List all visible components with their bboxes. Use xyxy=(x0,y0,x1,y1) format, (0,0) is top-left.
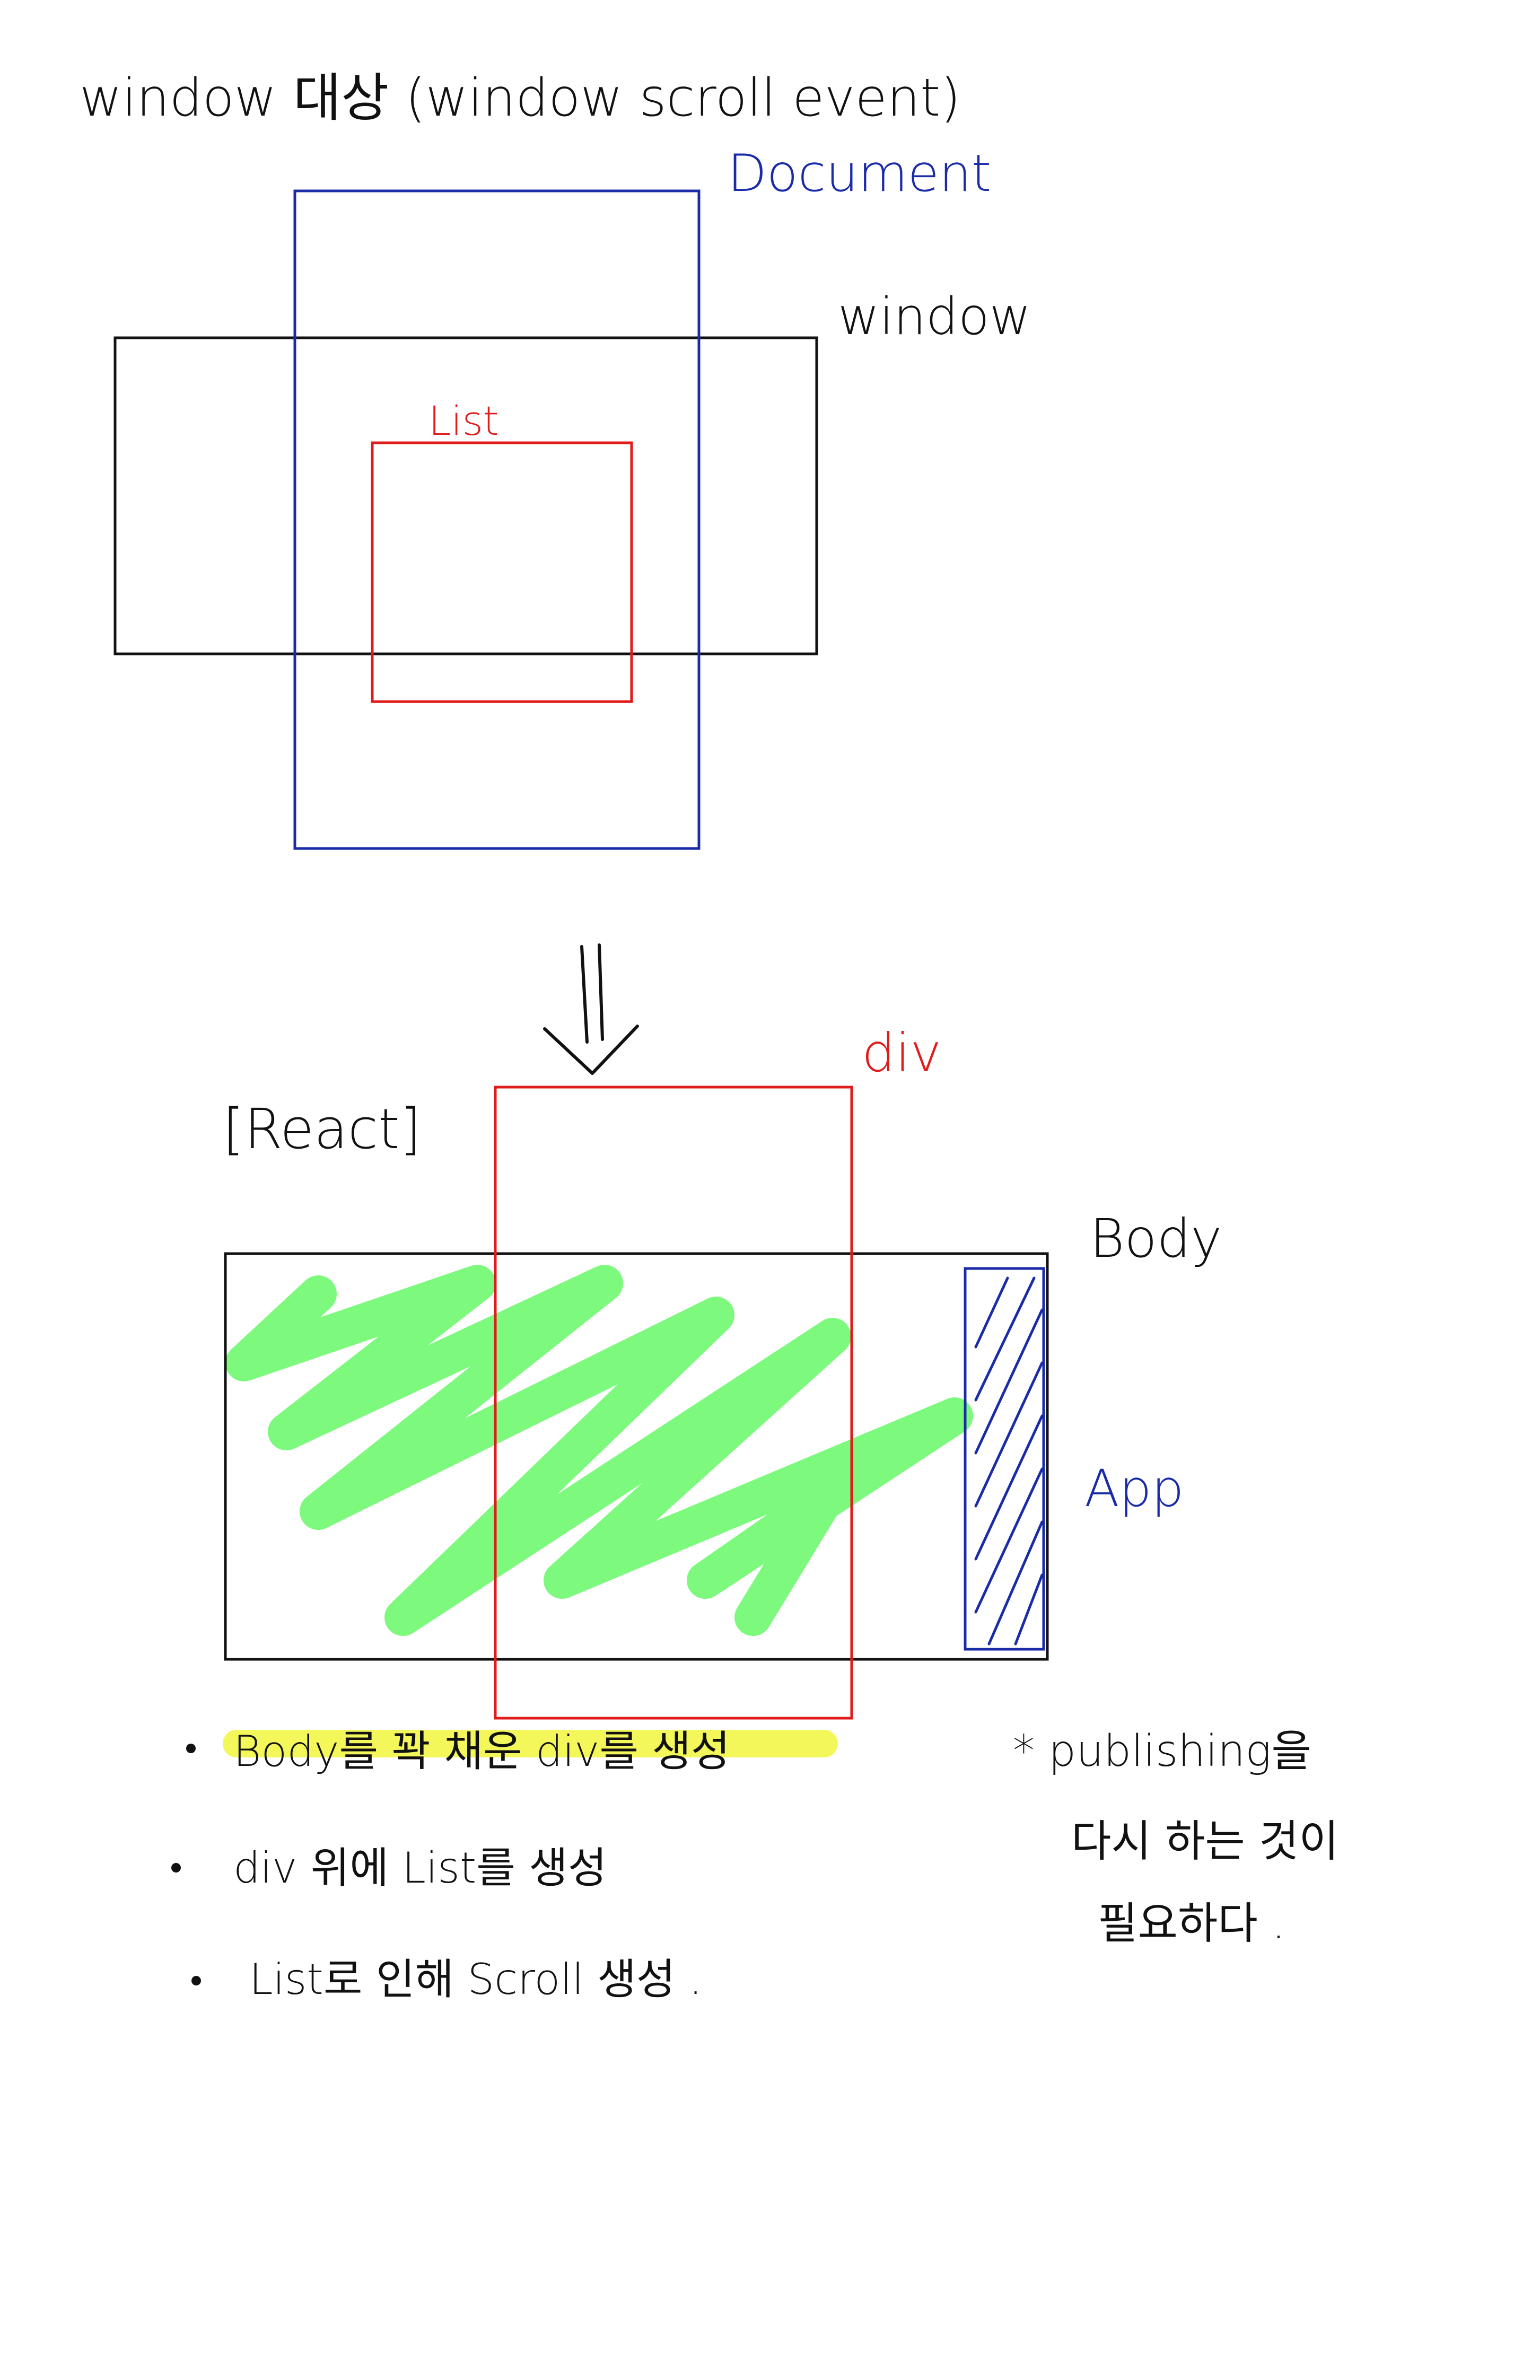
window-box xyxy=(113,336,818,655)
bullet-dot xyxy=(191,1976,201,1985)
side-note-line-1: * publishing을 xyxy=(1013,1726,1311,1777)
side-note-line-3: 필요하다 . xyxy=(1098,1898,1285,1949)
down-arrow-icon xyxy=(543,943,639,1075)
document-box xyxy=(293,189,701,850)
window-label: window xyxy=(838,287,1031,346)
note-bullet-1: Body를 꽉 채운 div를 생성 xyxy=(233,1727,730,1776)
body-box xyxy=(224,1252,1049,1661)
note-bullet-3: List로 인해 Scroll 생성 . xyxy=(249,1955,702,2004)
app-hatch-pattern xyxy=(974,1276,1044,1646)
list-label: List xyxy=(428,397,499,444)
document-label: Document xyxy=(728,144,991,203)
list-box xyxy=(371,441,633,703)
bullet-dot xyxy=(186,1744,196,1753)
side-note-line-2: 다시 하는 것이 xyxy=(1071,1816,1339,1867)
page-title: window 대상 (window scroll event) xyxy=(80,68,961,128)
div-label: div xyxy=(862,1022,941,1084)
note-bullet-2: div 위에 List를 생성 xyxy=(233,1843,607,1893)
app-label: App xyxy=(1084,1459,1184,1518)
react-label: [React] xyxy=(223,1097,421,1161)
body-label: Body xyxy=(1090,1208,1222,1270)
body-fill-scribble xyxy=(225,1265,973,1636)
note-highlight xyxy=(223,1730,838,1757)
app-box xyxy=(964,1267,1045,1651)
bullet-dot xyxy=(171,1863,181,1872)
div-box xyxy=(494,1086,853,1720)
